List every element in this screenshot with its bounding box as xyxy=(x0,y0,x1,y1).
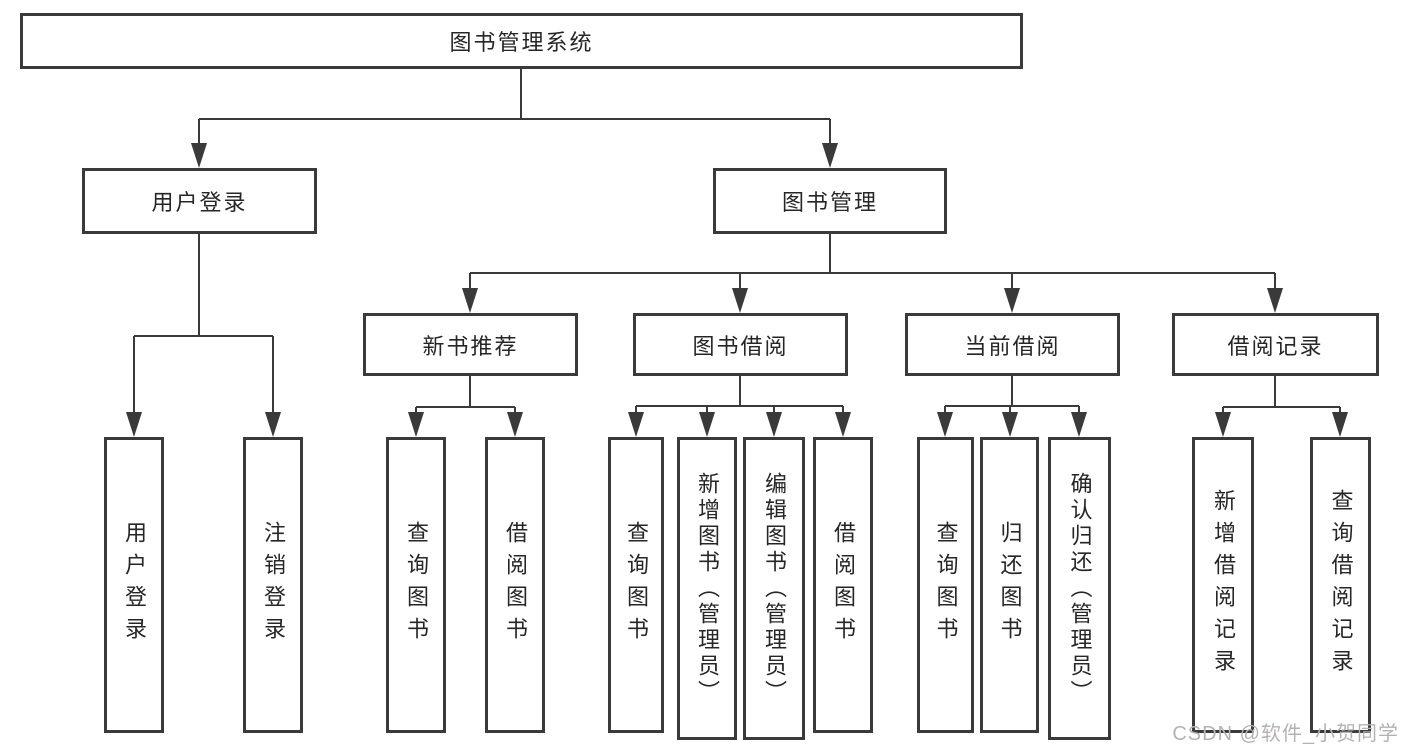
node-label: 用户登录 xyxy=(122,521,147,649)
node-label: 图书管理 xyxy=(781,190,878,215)
node-label: 注销登录 xyxy=(261,521,286,649)
node-label: 查询借阅记录 xyxy=(1328,489,1354,681)
connector-book-borrow xyxy=(628,376,851,437)
csdn-watermark: CSDN @软件_小贺同学 xyxy=(1172,723,1399,745)
node-label: 查询图书 xyxy=(933,521,959,649)
arrowhead xyxy=(822,143,838,168)
node-label: 借阅图书 xyxy=(831,521,856,649)
node-label: 新书推荐 xyxy=(422,333,519,359)
node-label: 归还图书 xyxy=(997,521,1023,649)
arrowhead xyxy=(1071,412,1087,437)
node-borrow-records: 借阅记录 xyxy=(1172,313,1379,376)
arrowhead xyxy=(1002,412,1018,437)
arrowhead xyxy=(1332,412,1348,437)
leaf-borrow-books-recommend: 借阅图书 xyxy=(485,437,545,733)
arrowhead xyxy=(507,412,523,437)
arrowhead xyxy=(1215,412,1231,437)
connector-root xyxy=(191,68,838,168)
leaf-borrow-books: 借阅图书 xyxy=(813,437,873,733)
node-label: 编辑图书（管理员） xyxy=(762,471,787,706)
node-current-borrow: 当前借阅 xyxy=(905,313,1120,376)
node-label: 图书借阅 xyxy=(692,333,789,359)
node-label: 查询图书 xyxy=(624,521,649,649)
node-label: 借阅图书 xyxy=(503,521,528,649)
leaf-query-books-current: 查询图书 xyxy=(917,437,974,733)
arrowhead xyxy=(1267,288,1283,313)
leaf-query-books-recommend: 查询图书 xyxy=(386,437,446,733)
arrowhead xyxy=(732,288,748,313)
leaf-add-books-admin: 新增图书（管理员） xyxy=(677,437,737,740)
node-label: 新增图书（管理员） xyxy=(695,471,720,706)
node-label: 用户登录 xyxy=(151,190,248,215)
node-label: 借阅记录 xyxy=(1227,333,1324,359)
arrowhead xyxy=(408,412,424,437)
arrowhead xyxy=(191,143,207,168)
arrowhead xyxy=(937,412,953,437)
leaf-confirm-return-admin: 确认归还（管理员） xyxy=(1048,437,1111,740)
node-new-book-recommend: 新书推荐 xyxy=(363,313,578,376)
arrowhead xyxy=(628,412,644,437)
node-label: 确认归还（管理员） xyxy=(1067,471,1093,706)
arrowhead xyxy=(835,412,851,437)
arrowhead xyxy=(699,412,715,437)
node-label: 当前借阅 xyxy=(964,333,1061,359)
leaf-return-books: 归还图书 xyxy=(980,437,1039,733)
node-label: 新增借阅记录 xyxy=(1211,489,1236,681)
connector-borrow-records xyxy=(1215,376,1348,437)
node-user-login: 用户登录 xyxy=(82,168,317,234)
arrowhead xyxy=(1004,288,1020,313)
node-book-management: 图书管理 xyxy=(713,168,947,234)
connector-user-login xyxy=(126,234,281,437)
leaf-edit-books-admin: 编辑图书（管理员） xyxy=(743,437,805,740)
node-book-borrow: 图书借阅 xyxy=(633,313,848,376)
leaf-user-login: 用户登录 xyxy=(104,437,164,733)
node-label: 图书管理系统 xyxy=(449,30,594,55)
leaf-logout: 注销登录 xyxy=(243,437,303,733)
arrowhead xyxy=(766,412,782,437)
node-label: 查询图书 xyxy=(404,521,429,649)
arrowhead xyxy=(126,412,142,437)
leaf-query-borrow-record: 查询借阅记录 xyxy=(1310,437,1371,733)
leaf-query-books-borrow: 查询图书 xyxy=(608,437,664,733)
arrowhead xyxy=(265,412,281,437)
leaf-add-borrow-record: 新增借阅记录 xyxy=(1192,437,1254,733)
connector-book-management xyxy=(462,234,1283,313)
connector-new-book-recommend xyxy=(408,376,523,437)
node-root-library-system: 图书管理系统 xyxy=(20,13,1023,69)
connector-current-borrow xyxy=(937,376,1087,437)
arrowhead xyxy=(462,288,478,313)
